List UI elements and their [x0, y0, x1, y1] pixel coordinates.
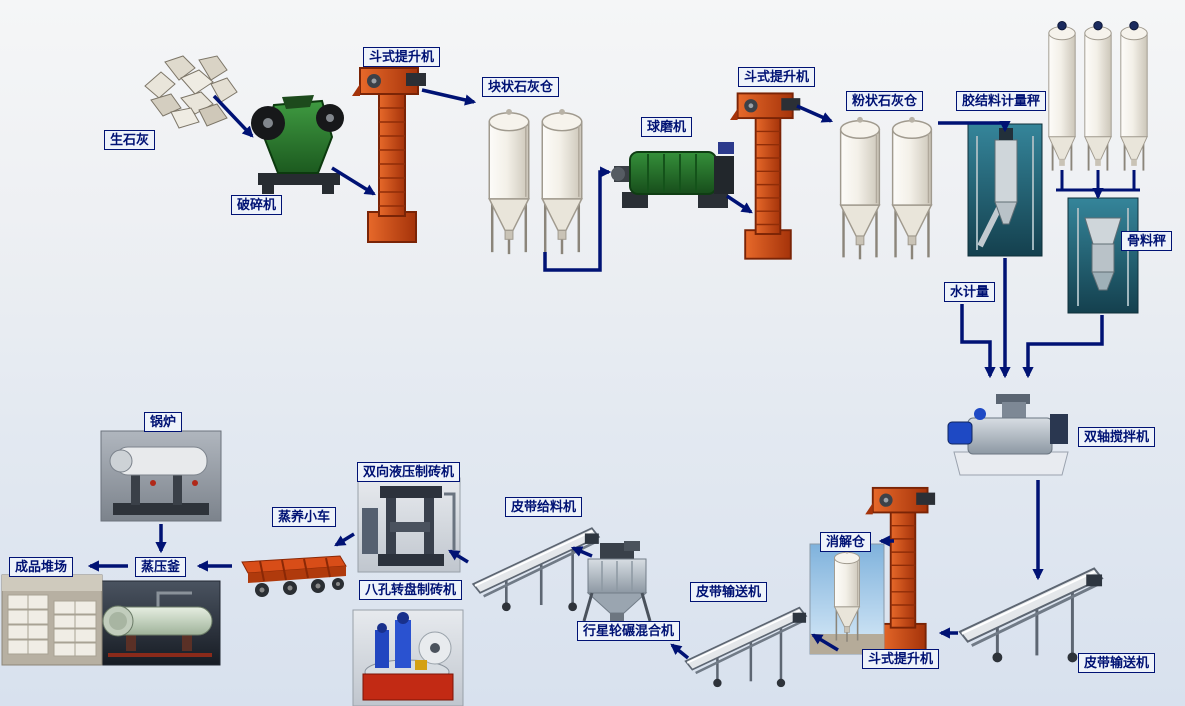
label-quicklime: 生石灰 — [104, 130, 156, 150]
label-powder-lime-silo: 粉状石灰仓 — [846, 91, 924, 111]
bucket-elevator-1-image — [352, 67, 427, 243]
arrow-brick-machine-to-steam-cart — [334, 532, 355, 547]
arrow-elevator1-to-lump-silo — [421, 88, 477, 106]
rotary-brick-machine-image — [352, 609, 464, 706]
aggregate-scale-image — [1067, 197, 1139, 314]
label-lump-lime-silo: 块状石灰仓 — [482, 77, 560, 97]
planetary-mixer-image — [582, 541, 652, 622]
label-bucket-elevator-3: 斗式提升机 — [862, 649, 940, 669]
arrow-belt-feeder-to-brick-machine — [448, 549, 469, 564]
storage-silos-image — [1047, 20, 1149, 172]
arrow-aggregate-scale-to-mixer — [1022, 315, 1104, 379]
autoclave-image — [99, 580, 221, 666]
label-product-yard: 成品堆场 — [9, 557, 74, 577]
arrow-planetary-mixer-to-belt-feeder — [570, 546, 593, 558]
ball-mill-image — [611, 142, 734, 208]
hydraulic-brick-machine-image — [357, 477, 461, 573]
label-digestion-silo: 消解仓 — [820, 532, 872, 552]
label-planetary-mixer: 行星轮碾混合机 — [577, 621, 681, 641]
crusher-image — [251, 95, 344, 194]
arrow-powder-silo-to-binder-scale — [938, 121, 1011, 133]
belt-conveyor-right-image — [958, 566, 1104, 664]
label-bucket-elevator-1: 斗式提升机 — [363, 47, 441, 67]
arrow-ball-mill-to-elevator2 — [726, 194, 753, 214]
arrow-digestion-silo-to-belt-conveyor-mid — [811, 633, 839, 652]
boiler-image — [100, 430, 222, 522]
label-binder-scale: 胶结料计量秤 — [956, 91, 1047, 111]
powder-lime-silos-image — [839, 115, 933, 261]
label-boiler: 锅炉 — [144, 412, 183, 432]
label-belt-conveyor-right: 皮带输送机 — [1078, 653, 1156, 673]
label-water-meter: 水计量 — [944, 282, 996, 302]
arrow-conveyor-mid-to-planetary-mixer — [670, 643, 690, 660]
lump-lime-silos-image — [488, 107, 583, 256]
arrow-elevator2-to-powder-silo — [796, 104, 834, 123]
belt-conveyor-mid-image — [684, 606, 808, 688]
label-bucket-elevator-2: 斗式提升机 — [738, 67, 816, 87]
arrow-lump-silo-to-ball-mill — [543, 166, 612, 272]
label-steam-curing-cart: 蒸养小车 — [272, 507, 337, 527]
bucket-elevator-2-image — [730, 92, 802, 260]
product-yard-image — [1, 574, 103, 666]
belt-feeder-image — [471, 526, 601, 612]
label-double-shaft-mixer: 双轴搅拌机 — [1078, 427, 1156, 447]
digestion-silo-image — [809, 543, 885, 655]
label-belt-conveyor-mid: 皮带输送机 — [690, 582, 768, 602]
label-aggregate-scale: 骨料秤 — [1121, 231, 1173, 251]
double-shaft-mixer-image — [947, 394, 1069, 476]
label-autoclave: 蒸压釜 — [135, 557, 187, 577]
line-storage-silos-manifold — [1056, 170, 1140, 192]
label-rotary-brick-machine: 八孔转盘制砖机 — [359, 580, 463, 600]
binder-scale-image — [967, 123, 1043, 257]
label-crusher: 破碎机 — [231, 195, 283, 215]
arrow-water-to-mixer — [960, 304, 996, 379]
label-belt-feeder: 皮带给料机 — [505, 497, 583, 517]
arrow-crusher-to-elevator1 — [331, 166, 376, 196]
label-hydraulic-brick-machine: 双向液压制砖机 — [357, 462, 461, 482]
quicklime-pile-image — [144, 55, 238, 129]
arrow-quicklime-to-crusher — [212, 94, 254, 138]
label-ball-mill: 球磨机 — [641, 117, 693, 137]
steam-curing-cart-image — [241, 555, 347, 597]
